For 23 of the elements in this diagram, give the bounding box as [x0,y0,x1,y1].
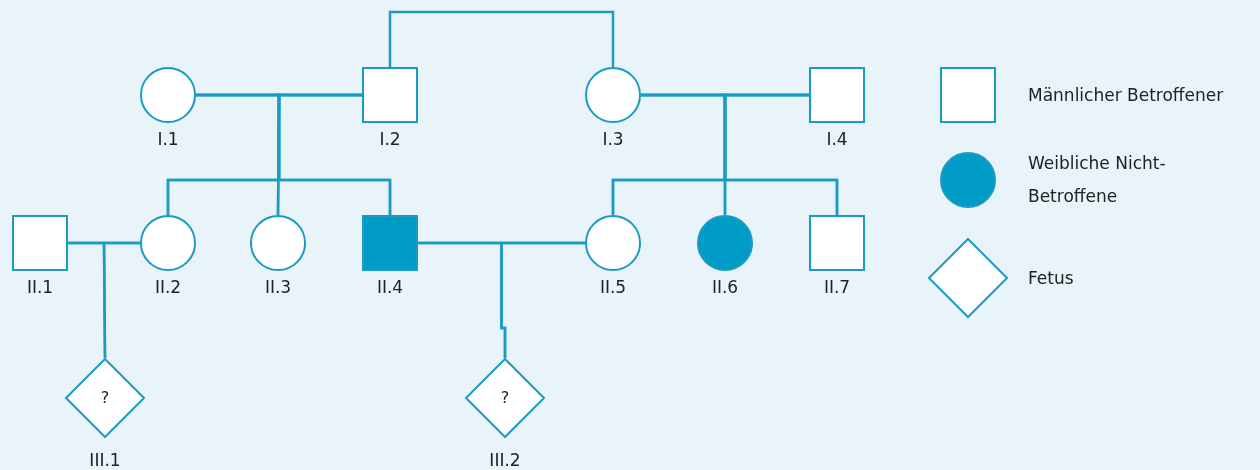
person-label: II.6 [711,277,739,297]
person-label: III.1 [89,450,121,470]
legend-text: Fetus [1028,266,1075,290]
pedigree-line [102,241,140,358]
question-mark: ? [500,389,510,407]
legend-text: Männlicher Betroffener [1028,83,1225,107]
person-label: II.1 [26,277,54,297]
question-mark: ? [100,389,110,407]
legend-text: Weibliche Nicht-Betroffene [1028,152,1167,208]
person-label: II.3 [264,277,292,297]
person-label: I.1 [157,129,179,149]
person-label: II.2 [154,277,182,297]
pedigree-line [388,10,615,67]
person-label: I.2 [379,129,401,149]
person-label: I.3 [602,129,624,149]
person-label: II.4 [376,277,404,297]
person-label: II.5 [599,277,627,297]
pedigree-line [500,241,585,358]
person-label: III.2 [489,450,521,470]
pedigree-line [277,93,392,215]
pedigree-line [723,93,839,215]
person-label: II.7 [823,277,851,297]
person-label: I.4 [826,129,848,149]
